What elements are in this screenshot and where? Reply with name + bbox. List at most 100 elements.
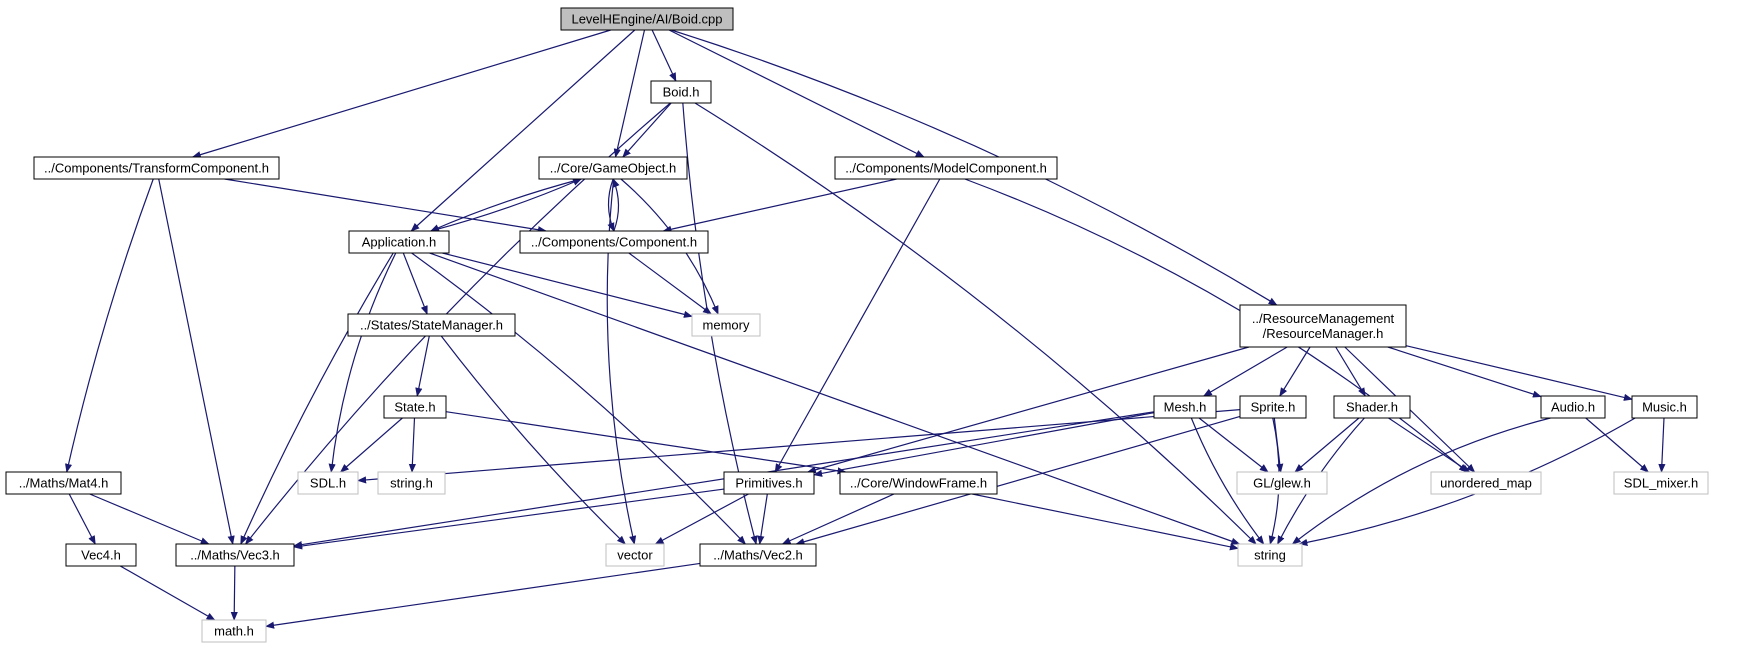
node-label-transform: ../Components/TransformComponent.h xyxy=(44,161,269,176)
node-box-boid_h xyxy=(650,80,712,104)
edge-resourcemgr-to-music xyxy=(1405,345,1633,401)
node-box-memory xyxy=(691,313,761,337)
node-label-windowframe: ../Core/WindowFrame.h xyxy=(850,476,987,491)
edge-state-to-stringh xyxy=(408,417,416,473)
node-vec2[interactable]: ../Maths/Vec2.h xyxy=(699,543,817,567)
edge-gameobject-to-component xyxy=(607,178,615,232)
node-label-unordered: unordered_map xyxy=(1440,476,1532,491)
node-vec3[interactable]: ../Maths/Vec3.h xyxy=(175,543,295,567)
node-sdlmixer: SDL_mixer.h xyxy=(1613,471,1709,495)
node-mesh[interactable]: Mesh.h xyxy=(1153,395,1217,419)
node-modelcomp[interactable]: ../Components/ModelComponent.h xyxy=(834,156,1058,180)
edge-music-to-sdlmixer xyxy=(1658,417,1666,473)
node-box-application xyxy=(348,230,450,254)
node-label-glew: GL/glew.h xyxy=(1253,476,1311,491)
node-label-application: Application.h xyxy=(362,235,436,250)
edge-application-to-sdl xyxy=(328,252,397,473)
node-unordered: unordered_map xyxy=(1430,471,1542,495)
edge-transform-to-mat4 xyxy=(65,178,154,473)
node-component[interactable]: ../Components/Component.h xyxy=(519,230,709,254)
node-box-mesh xyxy=(1153,395,1217,419)
node-label-audio: Audio.h xyxy=(1551,400,1595,415)
node-label-shader: Shader.h xyxy=(1346,400,1398,415)
edge-modelcomp-to-component xyxy=(662,178,897,233)
edge-component-to-gameobject xyxy=(612,178,620,232)
edge-shader-to-unordered xyxy=(1388,417,1471,473)
node-sdl: SDL.h xyxy=(297,471,359,495)
node-label-state: State.h xyxy=(394,400,435,415)
edge-resourcemgr-to-primitives xyxy=(806,346,1250,474)
node-label-sprite: Sprite.h xyxy=(1251,400,1296,415)
edge-resourcemgr-to-sprite xyxy=(1279,346,1311,397)
node-string: string xyxy=(1237,543,1303,567)
edge-root-to-resourcemgr xyxy=(671,29,1278,306)
edge-root-to-modelcomp xyxy=(668,29,925,158)
node-label-component: ../Components/Component.h xyxy=(531,235,697,250)
node-audio[interactable]: Audio.h xyxy=(1540,395,1606,419)
edge-state-to-windowframe xyxy=(445,411,847,475)
node-label-string: string xyxy=(1254,548,1286,563)
edge-mesh-to-string xyxy=(1190,417,1265,545)
node-mat4[interactable]: ../Maths/Mat4.h xyxy=(5,471,122,495)
edge-primitives-to-vec2 xyxy=(757,493,768,545)
node-music[interactable]: Music.h xyxy=(1631,395,1698,419)
node-label-sdl: SDL.h xyxy=(310,476,346,491)
edge-state-to-sdl xyxy=(339,417,403,473)
edge-resourcemgr-to-audio xyxy=(1387,346,1542,398)
edge-sprite-to-sdl xyxy=(357,409,1241,484)
edge-primitives-to-vector xyxy=(654,493,749,545)
node-box-vec4 xyxy=(65,543,137,567)
node-box-resourcemgr xyxy=(1239,304,1407,348)
edge-shader-to-glew xyxy=(1294,417,1360,473)
node-root[interactable]: LevelHEngine/AI/Boid.cpp xyxy=(560,7,734,31)
edge-music-to-string xyxy=(1298,417,1636,546)
edge-audio-to-sdlmixer xyxy=(1585,417,1649,473)
node-box-primitives xyxy=(723,471,815,495)
node-label-root: LevelHEngine/AI/Boid.cpp xyxy=(571,12,722,27)
node-box-component xyxy=(519,230,709,254)
node-box-transform xyxy=(33,156,280,180)
node-label-boid_h: Boid.h xyxy=(663,85,700,100)
node-primitives[interactable]: Primitives.h xyxy=(723,471,815,495)
node-box-windowframe xyxy=(839,471,998,495)
node-label-vec3: ../Maths/Vec3.h xyxy=(190,548,280,563)
node-label-resourcemgr: /ResourceManager.h xyxy=(1263,326,1384,341)
node-box-unordered xyxy=(1430,471,1542,495)
node-box-glew xyxy=(1236,471,1328,495)
node-statemanager[interactable]: ../States/StateManager.h xyxy=(347,313,516,337)
node-state[interactable]: State.h xyxy=(383,395,447,419)
node-vec4[interactable]: Vec4.h xyxy=(65,543,137,567)
node-label-mat4: ../Maths/Mat4.h xyxy=(19,476,109,491)
edge-gameobject-to-application xyxy=(429,178,582,232)
node-label-stringh: string.h xyxy=(390,476,433,491)
edge-application-to-memory xyxy=(442,252,693,318)
node-label-music: Music.h xyxy=(1642,400,1687,415)
node-box-state xyxy=(383,395,447,419)
edge-application-to-string xyxy=(429,252,1241,545)
node-windowframe[interactable]: ../Core/WindowFrame.h xyxy=(839,471,998,495)
node-label-mesh: Mesh.h xyxy=(1164,400,1207,415)
edge-resourcemgr-to-mesh xyxy=(1202,346,1288,397)
edge-primitives-to-vec3 xyxy=(293,488,725,550)
node-resourcemgr[interactable]: ../ResourceManagement/ResourceManager.h xyxy=(1239,304,1407,348)
edge-transform-to-vec3 xyxy=(158,178,235,545)
node-shader[interactable]: Shader.h xyxy=(1333,395,1411,419)
node-application[interactable]: Application.h xyxy=(348,230,450,254)
node-box-string xyxy=(1237,543,1303,567)
node-box-audio xyxy=(1540,395,1606,419)
edge-statemanager-to-vector xyxy=(440,335,626,545)
edge-vec4-to-mathh xyxy=(119,565,216,621)
node-label-vec4: Vec4.h xyxy=(81,548,121,563)
node-label-mathh: math.h xyxy=(214,624,254,639)
node-label-gameobject: ../Core/GameObject.h xyxy=(550,161,676,176)
edge-application-to-vec3 xyxy=(240,252,394,545)
edge-statemanager-to-state xyxy=(415,335,430,397)
node-label-sdlmixer: SDL_mixer.h xyxy=(1624,476,1698,491)
node-glew: GL/glew.h xyxy=(1236,471,1328,495)
node-gameobject[interactable]: ../Core/GameObject.h xyxy=(538,156,688,180)
node-box-mathh xyxy=(201,619,267,643)
node-transform[interactable]: ../Components/TransformComponent.h xyxy=(33,156,280,180)
edge-resourcemgr-to-shader xyxy=(1335,346,1366,397)
node-boid_h[interactable]: Boid.h xyxy=(650,80,712,104)
node-sprite[interactable]: Sprite.h xyxy=(1239,395,1307,419)
